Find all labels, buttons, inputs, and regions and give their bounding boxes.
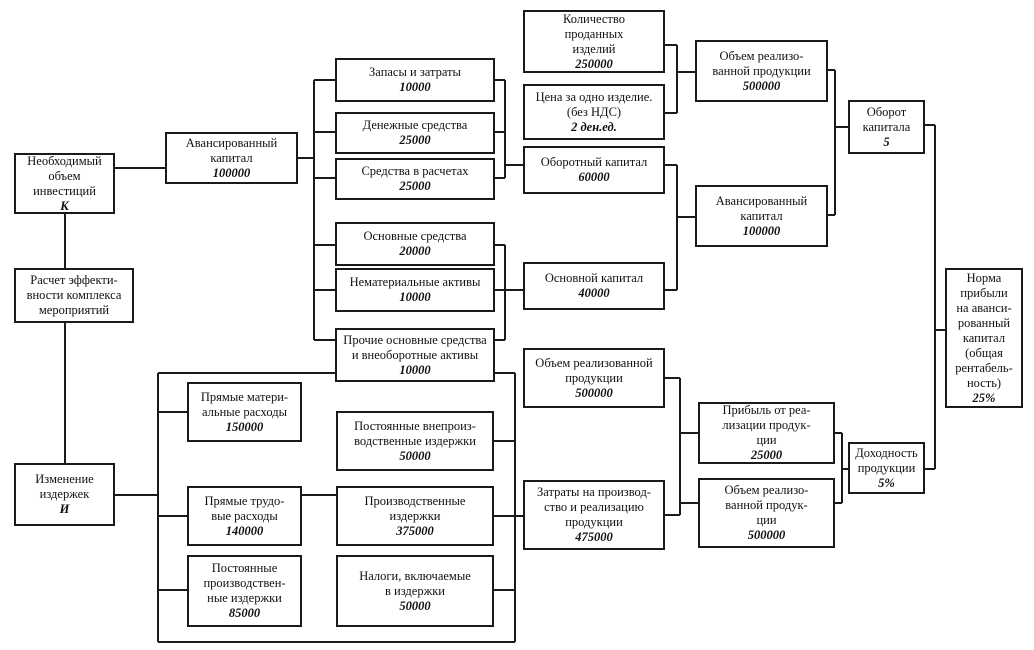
investment-label: Необходимый объем инвестиций bbox=[27, 153, 102, 198]
turnover-value: 5 bbox=[883, 134, 890, 149]
taxes-value: 50000 bbox=[399, 598, 431, 613]
receivables-value: 25000 bbox=[399, 179, 431, 193]
advanced-capital-right-value: 100000 bbox=[742, 223, 781, 238]
units-sold-label: Количество проданных изделий bbox=[563, 11, 625, 56]
cash-value: 25000 bbox=[399, 133, 431, 147]
profit-norm-value: 25% bbox=[972, 390, 996, 405]
production-costs-label: Производственные издержки bbox=[364, 493, 466, 523]
fixed-capital-value: 40000 bbox=[578, 286, 610, 300]
direct-labor-box: Прямые трудо- вые расходы 140000 bbox=[187, 486, 302, 546]
fixed-capital-box: Основной капитал 40000 bbox=[523, 262, 665, 310]
profit-norm-box: Норма прибыли на аванси- рованный капита… bbox=[945, 268, 1023, 408]
other-fixed-box: Прочие основные средства и внеоборотные … bbox=[335, 328, 495, 382]
fixed-production-box: Постоянные производствен- ные издержки 8… bbox=[187, 555, 302, 627]
unit-price-label: Цена за одно изделие. (без НДС) bbox=[535, 89, 653, 119]
unit-price-box: Цена за одно изделие. (без НДС) 2 ден.ед… bbox=[523, 84, 665, 140]
investment-box: Необходимый объем инвестиций К bbox=[14, 153, 115, 214]
inventory-box: Запасы и затраты 10000 bbox=[335, 58, 495, 102]
sales-volume-bottom-value: 500000 bbox=[747, 528, 786, 542]
efficiency-box: Расчет эффекти- вности комплекса меропри… bbox=[14, 268, 134, 323]
working-capital-label: Оборотный капитал bbox=[540, 155, 648, 169]
receivables-label: Средства в расчетах bbox=[361, 164, 469, 178]
efficiency-label: Расчет эффекти- вности комплекса меропри… bbox=[26, 273, 122, 317]
sales-volume-mid-value: 500000 bbox=[575, 385, 613, 400]
product-return-value: 5% bbox=[878, 475, 895, 490]
cash-box: Денежные средства 25000 bbox=[335, 112, 495, 154]
total-costs-box: Затраты на производ- ство и реализацию п… bbox=[523, 480, 665, 550]
direct-labor-value: 140000 bbox=[225, 523, 264, 538]
cash-label: Денежные средства bbox=[362, 118, 468, 132]
direct-material-box: Прямые матери- альные расходы 150000 bbox=[187, 382, 302, 442]
advanced-capital-left-value: 100000 bbox=[212, 165, 251, 180]
cost-change-box: Изменение издержек И bbox=[14, 463, 115, 526]
inventory-label: Запасы и затраты bbox=[369, 65, 461, 79]
advanced-capital-right-label: Авансированный капитал bbox=[715, 193, 808, 223]
fixed-nonproduction-value: 50000 bbox=[399, 448, 431, 463]
taxes-label: Налоги, включаемые в издержки bbox=[359, 568, 471, 598]
profit-norm-label: Норма прибыли на аванси- рованный капита… bbox=[955, 270, 1013, 390]
unit-price-value: 2 ден.ед. bbox=[571, 119, 617, 134]
advanced-capital-left-box: Авансированный капитал 100000 bbox=[165, 132, 298, 184]
direct-labor-label: Прямые трудо- вые расходы bbox=[204, 493, 285, 523]
fixed-nonproduction-label: Постоянные внепроиз- водственные издержк… bbox=[354, 418, 476, 448]
fixed-assets-value: 20000 bbox=[399, 244, 431, 258]
cost-change-label: Изменение издержек bbox=[35, 472, 94, 501]
cost-change-value: И bbox=[59, 502, 70, 516]
production-costs-value: 375000 bbox=[396, 523, 434, 538]
sales-profit-box: Прибыль от реа- лизации продук- ции 2500… bbox=[698, 402, 835, 464]
fixed-production-label: Постоянные производствен- ные издержки bbox=[203, 561, 286, 605]
advanced-capital-right-box: Авансированный капитал 100000 bbox=[695, 185, 828, 247]
sales-volume-top-label: Объем реализо- ванной продукции bbox=[712, 48, 811, 78]
investment-value: К bbox=[60, 198, 69, 213]
working-capital-box: Оборотный капитал 60000 bbox=[523, 146, 665, 194]
sales-volume-mid-box: Объем реализованной продукции 500000 bbox=[523, 348, 665, 408]
units-sold-box: Количество проданных изделий 250000 bbox=[523, 10, 665, 73]
other-fixed-value: 10000 bbox=[399, 362, 431, 377]
intangibles-value: 10000 bbox=[399, 290, 431, 304]
turnover-label: Оборот капитала bbox=[862, 104, 911, 134]
direct-material-label: Прямые матери- альные расходы bbox=[200, 389, 289, 419]
sales-volume-mid-label: Объем реализованной продукции bbox=[535, 355, 653, 385]
product-return-label: Доходность продукции bbox=[855, 445, 918, 475]
sales-profit-label: Прибыль от реа- лизации продук- ции bbox=[722, 403, 811, 447]
sales-volume-bottom-box: Объем реализо- ванной продук- ции 500000 bbox=[698, 478, 835, 548]
receivables-box: Средства в расчетах 25000 bbox=[335, 158, 495, 200]
sales-volume-top-value: 500000 bbox=[742, 78, 781, 93]
fixed-production-value: 85000 bbox=[228, 606, 261, 620]
fixed-assets-box: Основные средства 20000 bbox=[335, 222, 495, 266]
production-costs-box: Производственные издержки 375000 bbox=[336, 486, 494, 546]
total-costs-label: Затраты на производ- ство и реализацию п… bbox=[537, 485, 651, 529]
turnover-box: Оборот капитала 5 bbox=[848, 100, 925, 154]
fixed-capital-label: Основной капитал bbox=[544, 271, 644, 285]
product-return-box: Доходность продукции 5% bbox=[848, 442, 925, 494]
intangibles-label: Нематериальные активы bbox=[349, 275, 481, 289]
units-sold-value: 250000 bbox=[575, 56, 613, 71]
taxes-box: Налоги, включаемые в издержки 50000 bbox=[336, 555, 494, 627]
intangibles-box: Нематериальные активы 10000 bbox=[335, 268, 495, 312]
sales-volume-top-box: Объем реализо- ванной продукции 500000 bbox=[695, 40, 828, 102]
other-fixed-label: Прочие основные средства и внеоборотные … bbox=[343, 332, 487, 362]
working-capital-value: 60000 bbox=[578, 170, 610, 184]
direct-material-value: 150000 bbox=[225, 419, 264, 434]
advanced-capital-left-label: Авансированный капитал bbox=[185, 135, 278, 165]
sales-volume-bottom-label: Объем реализо- ванной продук- ции bbox=[724, 483, 809, 527]
total-costs-value: 475000 bbox=[575, 530, 613, 544]
fixed-assets-label: Основные средства bbox=[363, 229, 467, 243]
sales-profit-value: 25000 bbox=[750, 448, 783, 462]
fixed-nonproduction-box: Постоянные внепроиз- водственные издержк… bbox=[336, 411, 494, 471]
inventory-value: 10000 bbox=[399, 80, 431, 94]
